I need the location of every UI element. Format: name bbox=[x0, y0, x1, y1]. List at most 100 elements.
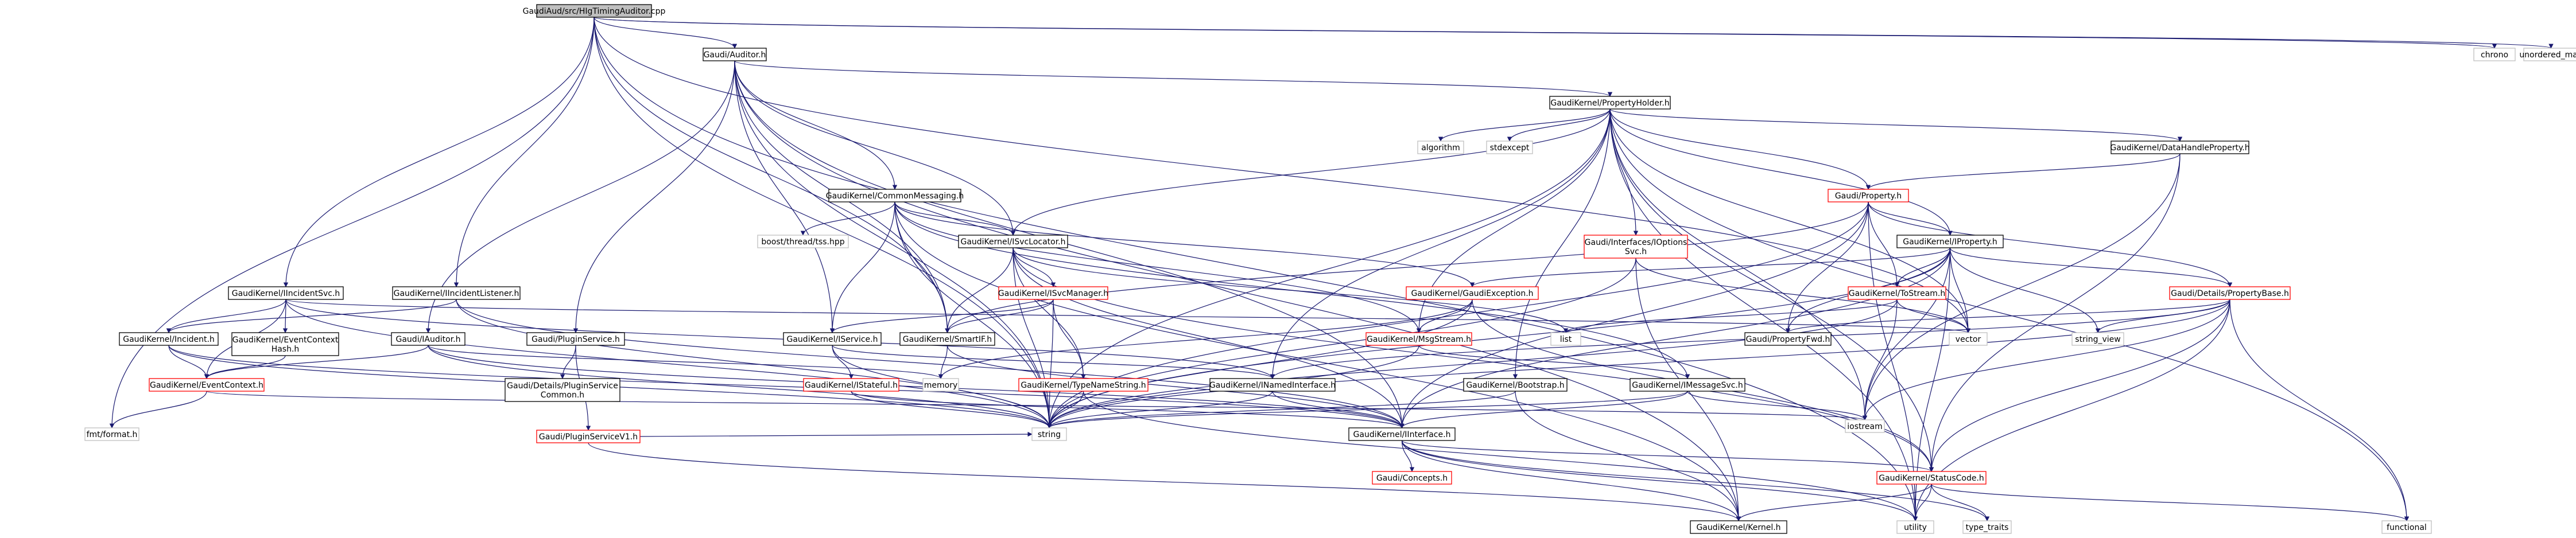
node-memory[interactable]: memory bbox=[922, 378, 959, 392]
node-istateful[interactable]: GaudiKernel/IStateful.h bbox=[803, 378, 899, 392]
edge-root-to-incidentlistener bbox=[453, 17, 595, 287]
node-label: GaudiKernel/Kernel.h bbox=[1696, 523, 1780, 532]
node-gaudiexception[interactable]: GaudiKernel/GaudiException.h bbox=[1406, 286, 1539, 300]
node-iostream[interactable]: iostream bbox=[1845, 419, 1885, 433]
node-vector[interactable]: vector bbox=[1949, 332, 1988, 346]
node-label: GaudiKernel/SmartIF.h bbox=[903, 335, 992, 344]
node-box bbox=[958, 235, 1068, 248]
edge-gauditor-to-string bbox=[734, 60, 1052, 428]
edge-isvcmanager-to-smartif bbox=[945, 299, 1054, 333]
node-gaudiproperty[interactable]: Gaudi/Property.h bbox=[1828, 189, 1909, 202]
node-statuscode[interactable]: GaudiKernel/StatusCode.h bbox=[1876, 471, 1987, 485]
node-label: Gaudi/Interfaces/IOptions bbox=[1585, 238, 1687, 247]
node-label: GaudiKernel/DataHandleProperty.h bbox=[2110, 143, 2249, 153]
node-msgstream[interactable]: GaudiKernel/MsgStream.h bbox=[1365, 332, 1472, 346]
node-type-traits[interactable]: type_traits bbox=[1962, 520, 2012, 534]
edge-propertyholder-to-datahandleproperty bbox=[1609, 108, 2182, 142]
edge-isvcmanager-to-iservice bbox=[829, 299, 1054, 333]
node-functional[interactable]: functional bbox=[2381, 520, 2432, 534]
node-box bbox=[1896, 520, 1934, 534]
edge-isvclocator-to-isvcmanager bbox=[1012, 247, 1056, 287]
node-propertyfwd[interactable]: Gaudi/PropertyFwd.h bbox=[1744, 332, 1832, 346]
edge-iservice-to-inamedinterface bbox=[832, 345, 1275, 379]
node-label: GaudiKernel/IIncidentSvc.h bbox=[232, 289, 340, 298]
node-label: GaudiKernel/TypeNameString.h bbox=[1021, 381, 1146, 390]
node-iservice[interactable]: GaudiKernel/IService.h bbox=[783, 332, 882, 346]
node-box bbox=[2111, 141, 2249, 154]
edge-isvclocator-to-iinterface bbox=[1012, 247, 1405, 428]
node-box bbox=[1584, 235, 1688, 259]
node-propertyholder[interactable]: GaudiKernel/PropertyHolder.h bbox=[1549, 96, 1671, 110]
edge-iproperty-to-tostream bbox=[1894, 247, 1951, 287]
node-box bbox=[119, 332, 219, 346]
node-incidentsvc[interactable]: GaudiKernel/IIncidentSvc.h bbox=[228, 286, 344, 300]
edges-layer bbox=[109, 17, 2553, 521]
node-utility[interactable]: utility bbox=[1896, 520, 1934, 534]
node-stdexcept[interactable]: stdexcept bbox=[1486, 141, 1533, 154]
node-box bbox=[392, 286, 521, 300]
node-iinterface[interactable]: GaudiKernel/IInterface.h bbox=[1348, 427, 1456, 441]
edge-propertyholder-to-iostream bbox=[1609, 108, 1868, 420]
node-box bbox=[149, 378, 265, 392]
node-label: GaudiKernel/CommonMessaging.h bbox=[826, 192, 964, 201]
node-label: functional bbox=[2387, 523, 2427, 532]
node-isvclocator[interactable]: GaudiKernel/ISvcLocator.h bbox=[958, 235, 1068, 248]
node-iincident[interactable]: GaudiKernel/Incident.h bbox=[119, 332, 219, 346]
node-string-view[interactable]: string_view bbox=[2071, 332, 2124, 346]
node-box bbox=[1828, 189, 1909, 202]
node-algorithm[interactable]: algorithm bbox=[1417, 141, 1464, 154]
node-incidentlistener[interactable]: GaudiKernel/IIncidentListener.h bbox=[392, 286, 521, 300]
node-tostream[interactable]: GaudiKernel/ToStream.h bbox=[1848, 286, 1946, 300]
edge-root-to-string bbox=[593, 17, 1052, 428]
node-propertybase[interactable]: Gaudi/Details/PropertyBase.h bbox=[2169, 286, 2291, 300]
edge-bootstrap-to-kernel bbox=[1515, 391, 1741, 521]
node-eventcontext[interactable]: GaudiKernel/EventContext.h bbox=[149, 378, 265, 392]
edge-typenamestring-to-string bbox=[1046, 391, 1084, 428]
node-box bbox=[922, 378, 959, 392]
edge-tostream-to-string bbox=[1046, 299, 1898, 428]
node-label: list bbox=[1560, 335, 1572, 344]
node-box bbox=[757, 235, 849, 248]
node-box bbox=[1848, 286, 1946, 300]
node-label: GaudiKernel/StatusCode.h bbox=[1879, 474, 1984, 483]
node-string[interactable]: string bbox=[1031, 427, 1067, 441]
node-isvcmanager[interactable]: GaudiKernel/ISvcManager.h bbox=[998, 286, 1108, 300]
node-boostthreadtss[interactable]: boost/thread/tss.hpp bbox=[757, 235, 849, 248]
edge-isvclocator-to-statuscode bbox=[1012, 247, 1934, 472]
node-gauditor[interactable]: Gaudi/Auditor.h bbox=[703, 48, 767, 61]
node-label: type_traits bbox=[1966, 523, 2009, 532]
edge-gaudiproperty-to-iinterface bbox=[1399, 201, 1869, 428]
node-kernel[interactable]: GaudiKernel/Kernel.h bbox=[1690, 520, 1787, 534]
node-list[interactable]: list bbox=[1550, 332, 1581, 346]
edge-propertyholder-to-bootstrap bbox=[1512, 108, 1611, 379]
node-smartif[interactable]: GaudiKernel/SmartIF.h bbox=[899, 332, 995, 346]
node-box bbox=[1365, 332, 1472, 346]
edge-gauditor-to-isvclocator bbox=[734, 60, 1016, 236]
node-bootstrap[interactable]: GaudiKernel/Bootstrap.h bbox=[1463, 378, 1568, 392]
node-root[interactable]: GaudiAud/src/HIgTimingAuditor.cpp bbox=[523, 4, 666, 18]
node-iproperty[interactable]: GaudiKernel/IProperty.h bbox=[1896, 235, 2004, 248]
node-imessagesvc[interactable]: GaudiKernel/IMessageSvc.h bbox=[1630, 378, 1745, 392]
node-typenamestring[interactable]: GaudiKernel/TypeNameString.h bbox=[1018, 378, 1149, 392]
node-iauditor[interactable]: Gaudi/IAuditor.h bbox=[391, 332, 465, 346]
node-commonmessaging[interactable]: GaudiKernel/CommonMessaging.h bbox=[826, 189, 964, 202]
edge-isvclocator-to-typenamestring bbox=[1012, 247, 1086, 379]
edge-gauditor-to-iservice bbox=[734, 60, 835, 333]
node-inamedinterface[interactable]: GaudiKernel/INamedInterface.h bbox=[1209, 378, 1336, 392]
node-unordered-map[interactable]: unordered_map bbox=[2519, 48, 2576, 61]
edge-commonmessaging-to-msgstream bbox=[894, 201, 1422, 333]
node-label: GaudiKernel/EventContext.h bbox=[150, 381, 263, 390]
node-pluginservice[interactable]: Gaudi/PluginService.h bbox=[526, 332, 625, 346]
node-fmtformat[interactable]: fmt/format.h bbox=[84, 427, 139, 441]
edge-propertybase-to-statuscode bbox=[1929, 299, 2230, 472]
node-chrono[interactable]: chrono bbox=[2473, 48, 2516, 61]
edge-statuscode-to-utility bbox=[1912, 484, 1932, 521]
node-pluginservicev1[interactable]: Gaudi/PluginServiceV1.h bbox=[536, 430, 641, 443]
node-concepts[interactable]: Gaudi/Concepts.h bbox=[1372, 471, 1452, 485]
node-box bbox=[2071, 332, 2124, 346]
node-datahandleproperty[interactable]: GaudiKernel/DataHandleProperty.h bbox=[2110, 141, 2250, 154]
edge-isvclocator-to-string bbox=[1012, 247, 1052, 428]
